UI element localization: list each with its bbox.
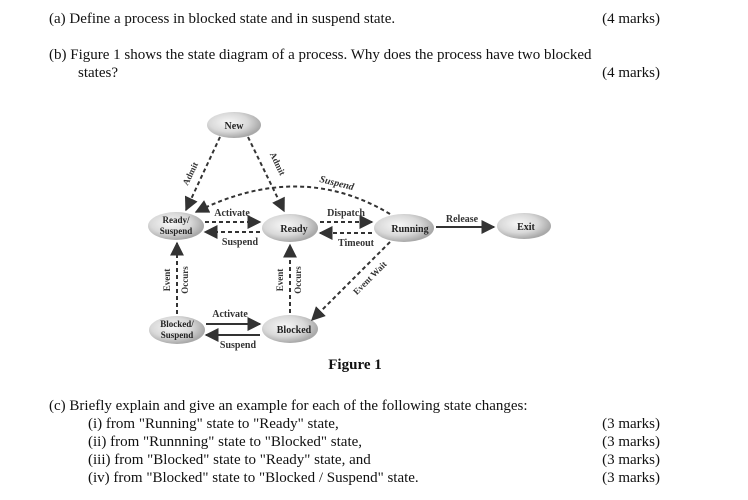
- question-a-text: (a) Define a process in blocked state an…: [49, 11, 396, 27]
- label-suspend-mid: Suspend: [222, 237, 259, 248]
- state-new: New: [207, 112, 261, 138]
- label-suspend-top: Suspend: [318, 174, 356, 193]
- question-c-item-iv-marks: (3 marks): [602, 470, 660, 486]
- label-event-occurs-mid-1: Event: [275, 269, 285, 292]
- label-event-occurs-left-1: Event: [162, 269, 172, 292]
- question-c-item-i: (i) from "Running" state to "Ready" stat…: [88, 416, 339, 432]
- state-ready-suspend-label-1: Ready/: [163, 215, 190, 225]
- label-activate-top: Activate: [214, 208, 250, 219]
- state-blocked-suspend-label-2: Suspend: [161, 330, 194, 340]
- question-c-intro: (c) Briefly explain and give an example …: [49, 398, 528, 414]
- label-event-wait: Event Wait: [351, 259, 389, 297]
- label-suspend-bottom: Suspend: [220, 340, 257, 351]
- state-new-label: New: [225, 121, 245, 132]
- question-c-item-ii-marks: (3 marks): [602, 434, 660, 450]
- state-blocked-suspend: Blocked/ Suspend: [149, 316, 205, 344]
- label-dispatch: Dispatch: [327, 208, 365, 219]
- question-c-item-i-marks: (3 marks): [602, 416, 660, 432]
- question-c-item-iii: (iii) from "Blocked" state to "Ready" st…: [88, 452, 371, 468]
- label-release: Release: [446, 214, 479, 225]
- figure-caption: Figure 1: [328, 357, 382, 373]
- state-exit: Exit: [497, 213, 551, 239]
- question-b-marks: (4 marks): [602, 65, 660, 81]
- label-event-occurs-mid-2: Occurs: [293, 266, 303, 294]
- edge-suspend-top: [194, 185, 391, 215]
- label-admit-right: Admit: [268, 150, 288, 176]
- state-blocked: Blocked: [262, 315, 318, 343]
- label-admit-left: Admit: [180, 160, 200, 186]
- question-c-item-ii: (ii) from "Runnning" state to "Blocked" …: [88, 434, 363, 450]
- state-blocked-suspend-label-1: Blocked/: [160, 319, 194, 329]
- question-c-item-iii-marks: (3 marks): [602, 452, 660, 468]
- state-running: Running: [374, 214, 434, 242]
- state-exit-label: Exit: [517, 222, 535, 233]
- state-ready-suspend-label-2: Suspend: [160, 226, 193, 236]
- question-b-line1: (b) Figure 1 shows the state diagram of …: [49, 47, 592, 63]
- state-running-label: Running: [391, 224, 428, 235]
- label-timeout: Timeout: [338, 238, 375, 249]
- label-event-occurs-left-2: Occurs: [180, 266, 190, 294]
- question-b-line2: states?: [78, 65, 118, 81]
- label-activate-bottom: Activate: [212, 309, 248, 320]
- edge-event-wait: [311, 241, 391, 321]
- state-ready: Ready: [262, 214, 318, 242]
- state-blocked-label: Blocked: [277, 325, 312, 336]
- state-ready-label: Ready: [280, 224, 307, 235]
- question-c-item-iv: (iv) from "Blocked" state to "Blocked / …: [88, 470, 419, 486]
- state-ready-suspend: Ready/ Suspend: [148, 212, 204, 240]
- question-a-marks: (4 marks): [602, 11, 660, 27]
